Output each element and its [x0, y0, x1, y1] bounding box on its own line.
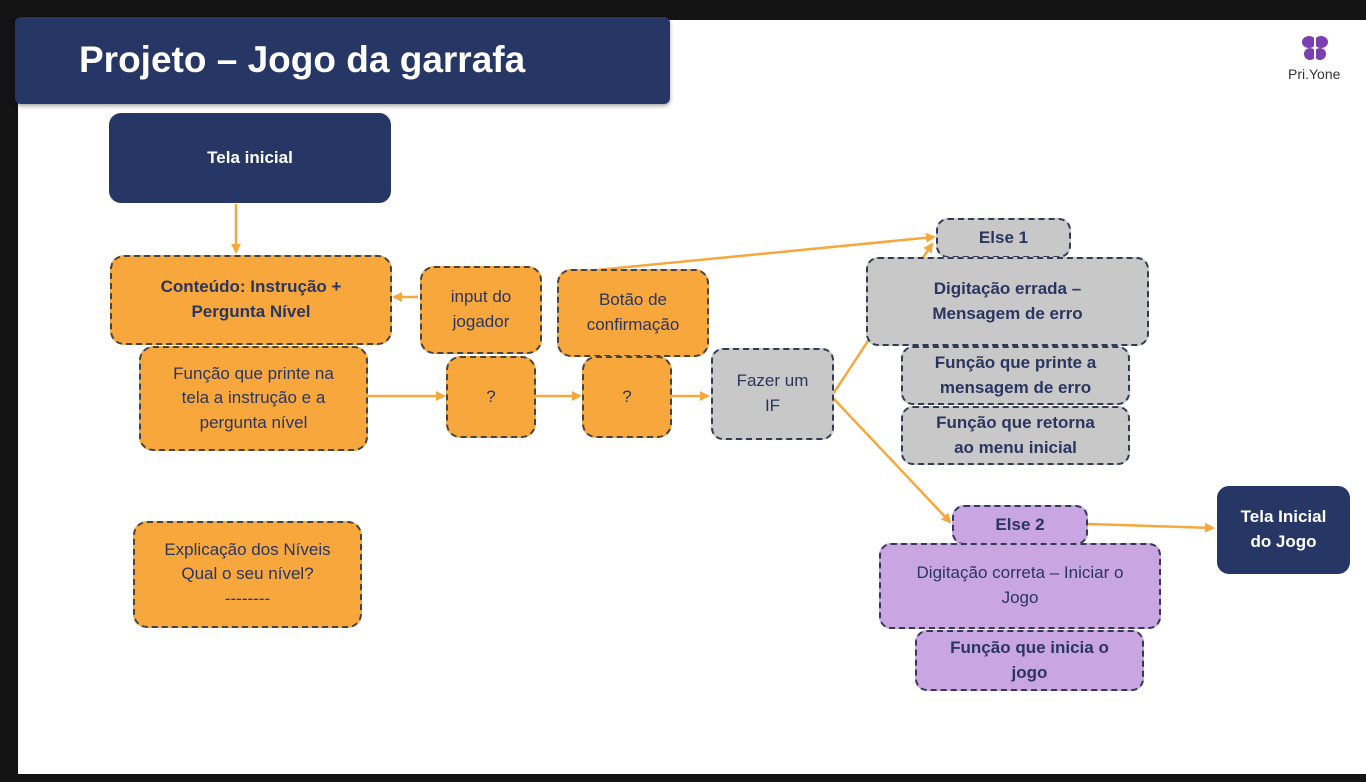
- node-label-line: mensagem de erro: [939, 377, 1092, 397]
- node-input-jogador: input do jogador: [420, 266, 542, 354]
- node-label-line: confirmação: [586, 315, 680, 334]
- node-conteudo: Conteúdo: Instrução + Pergunta Nível: [110, 255, 392, 345]
- node-funcao-msg-erro: Função que printe a mensagem de erro: [901, 346, 1130, 405]
- node-funcao-inicia: Função que inicia o jogo: [915, 630, 1144, 691]
- node-label-line: Tela Inicial: [1240, 507, 1327, 527]
- node-fazer-if: Fazer um IF: [711, 348, 834, 440]
- node-label: Else 2: [995, 514, 1045, 534]
- node-label-line: Digitação correta – Iniciar o: [916, 563, 1124, 583]
- node-question-1: ?: [446, 356, 536, 438]
- title-banner: Projeto – Jogo da garrafa: [15, 17, 670, 104]
- node-explicacao: Explicação dos Níveis Qual o seu nível? …: [133, 521, 362, 628]
- node-label-line: Digitação errada –: [933, 278, 1082, 298]
- node-label-line: do Jogo: [1250, 532, 1317, 551]
- node-label-line: input do: [450, 287, 512, 307]
- node-label-line: pergunta nível: [199, 412, 308, 432]
- node-digitacao-correta: Digitação correta – Iniciar o Jogo: [879, 543, 1161, 629]
- node-question-2: ?: [582, 356, 672, 438]
- node-label-line: --------: [224, 588, 271, 608]
- node-label-line: Mensagem de erro: [932, 303, 1083, 323]
- page-title: Projeto – Jogo da garrafa: [79, 39, 526, 80]
- node-tela-inicial-jogo: Tela Inicial do Jogo: [1217, 486, 1350, 574]
- node-label-line: tela a instrução e a: [181, 388, 326, 408]
- node-label-line: jogo: [1011, 662, 1048, 682]
- butterfly-icon: [1302, 36, 1328, 60]
- node-label-line: IF: [764, 396, 781, 415]
- node-label-line: jogador: [452, 312, 510, 331]
- node-label-line: ao menu inicial: [954, 437, 1077, 457]
- node-label-line: Função que retorna: [936, 412, 1095, 432]
- node-label: Tela inicial: [207, 147, 293, 167]
- node-funcao-printe: Função que printe na tela a instrução e …: [139, 346, 368, 451]
- node-label-line: Explicação dos Níveis: [164, 539, 331, 559]
- node-label-line: Função que printe a: [934, 352, 1097, 372]
- node-label-line: Função que inicia o: [950, 637, 1109, 657]
- node-funcao-retorna: Função que retorna ao menu inicial: [901, 406, 1130, 465]
- node-label-line: Função que printe na: [173, 363, 334, 383]
- logo-text: Pri.Yone: [1288, 66, 1341, 82]
- node-label-line: Qual o seu nível?: [181, 564, 314, 584]
- node-label-line: Pergunta Nível: [191, 302, 311, 321]
- node-label-line: Conteúdo: Instrução +: [160, 277, 342, 297]
- node-label: ?: [622, 386, 632, 406]
- node-tela-inicial: Tela inicial: [109, 113, 391, 203]
- node-else-1: Else 1: [936, 218, 1071, 258]
- node-digitacao-errada: Digitação errada – Mensagem de erro: [866, 257, 1149, 346]
- node-label: Else 1: [978, 227, 1029, 247]
- node-label-line: Jogo: [1001, 588, 1039, 607]
- node-label-line: Fazer um: [736, 371, 809, 391]
- node-label: ?: [486, 386, 496, 406]
- node-botao-confirmacao: Botão de confirmação: [557, 269, 709, 357]
- brand-logo: Pri.Yone: [1288, 34, 1348, 88]
- node-else-2: Else 2: [952, 505, 1088, 545]
- node-label-line: Botão de: [598, 290, 668, 310]
